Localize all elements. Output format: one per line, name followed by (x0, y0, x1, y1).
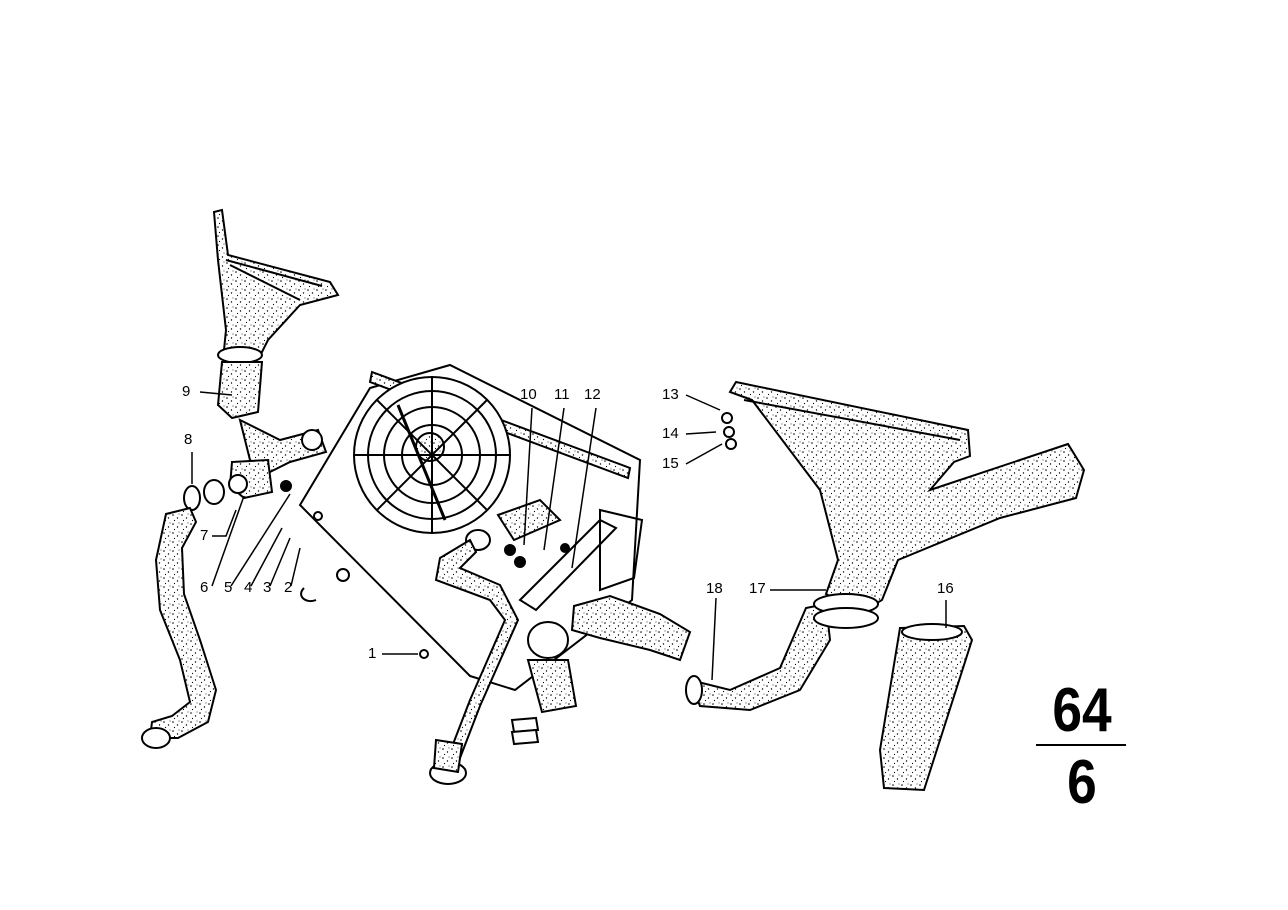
right-air-duct (721, 380, 1086, 629)
intake-sleeve (878, 623, 974, 792)
curved-air-hose (570, 594, 832, 712)
blower-fan (353, 376, 511, 534)
group-code-sub: 6 (1067, 748, 1097, 817)
callout-14: 14 (662, 425, 679, 442)
callout-4: 4 (244, 579, 253, 596)
left-coolant-hose (141, 506, 218, 749)
callout-10: 10 (520, 386, 537, 403)
callout-5: 5 (224, 579, 233, 596)
callout-9: 9 (182, 383, 191, 400)
callout-7: 7 (200, 527, 209, 544)
heater-valve-assembly (183, 418, 328, 511)
callout-8: 8 (184, 431, 193, 448)
callout-6: 6 (200, 579, 209, 596)
upper-left-air-duct (212, 208, 340, 420)
callout-15: 15 (662, 455, 679, 472)
leader-lines (191, 391, 947, 681)
callout-13: 13 (662, 386, 679, 403)
callout-1: 1 (368, 645, 377, 662)
group-code-divider (1036, 744, 1126, 746)
group-code-main: 64 (1052, 676, 1112, 745)
callout-11: 11 (554, 386, 570, 403)
housing-right-fittings (465, 498, 570, 568)
lower-outlet (300, 587, 578, 746)
callout-12: 12 (584, 386, 601, 403)
callout-16: 16 (937, 580, 954, 597)
callout-18: 18 (706, 580, 723, 597)
callout-17: 17 (749, 580, 766, 597)
center-coolant-hose (429, 538, 520, 785)
callout-3: 3 (263, 579, 272, 596)
callout-2: 2 (284, 579, 293, 596)
